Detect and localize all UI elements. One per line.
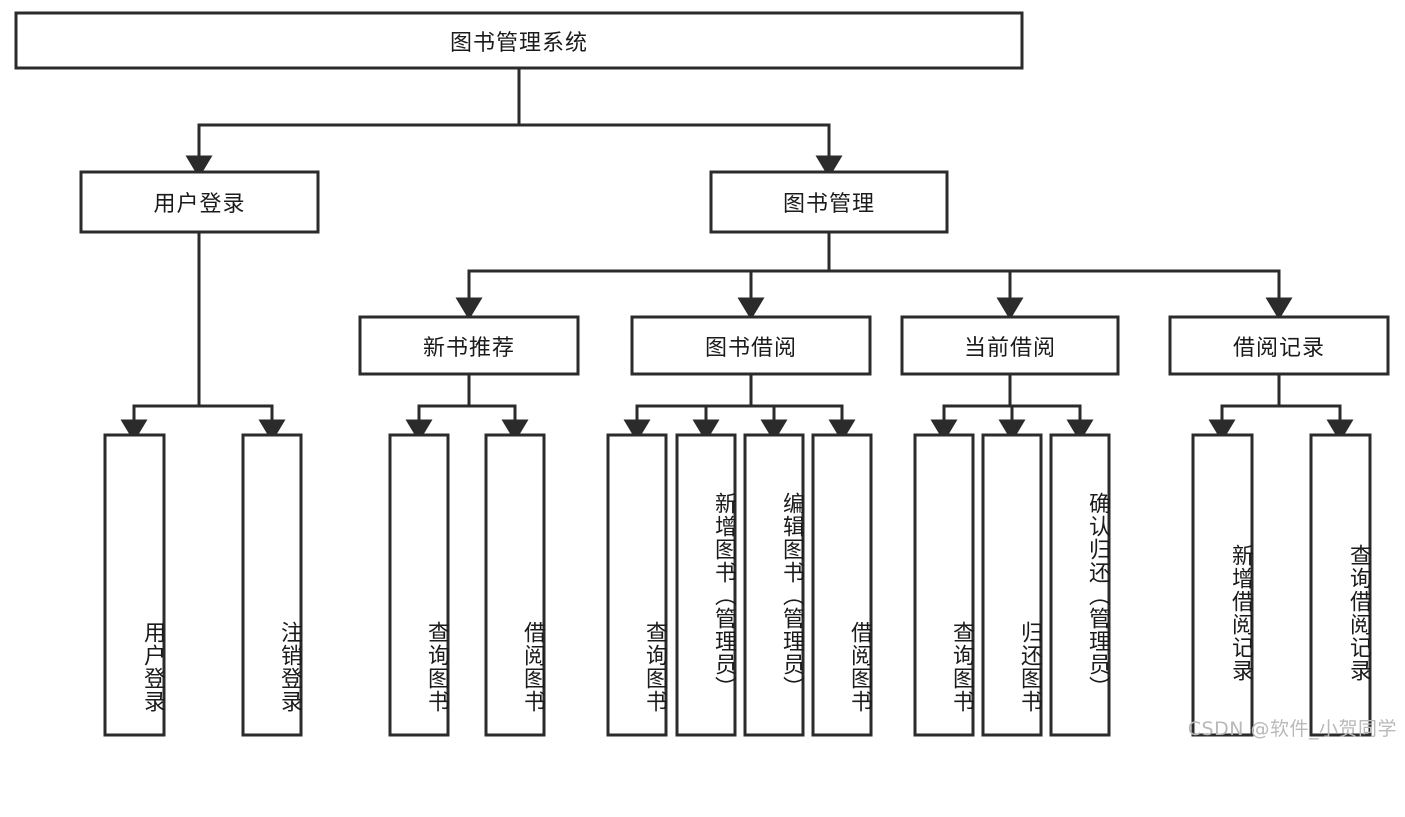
node-box-leaf-confirm-return[interactable] — [1049, 433, 1111, 737]
node-box-leaf-add-book[interactable] — [675, 433, 737, 737]
connector-group-current-borrow — [930, 372, 1094, 442]
node-box-leaf-borrow-book-1[interactable] — [484, 433, 546, 737]
node-box-leaf-query-book-2[interactable] — [606, 433, 668, 737]
node-box-current-borrow[interactable] — [900, 315, 1120, 376]
node-box-user-login[interactable] — [79, 170, 320, 234]
node-box-leaf-borrow-book-2[interactable] — [811, 433, 873, 737]
node-box-borrow-record[interactable] — [1168, 315, 1390, 376]
node-box-leaf-query-book-3[interactable] — [913, 433, 975, 737]
node-box-leaf-edit-book[interactable] — [743, 433, 805, 737]
node-box-book-manage[interactable] — [709, 170, 949, 234]
node-box-book-borrow[interactable] — [630, 315, 872, 376]
node-box-root[interactable] — [14, 11, 1024, 70]
node-box-leaf-add-record[interactable] — [1191, 433, 1254, 737]
node-box-leaf-logout[interactable] — [241, 433, 303, 737]
watermark-text: CSDN @软件_小贺同学 — [1187, 718, 1397, 740]
diagram-canvas — [14, 11, 1390, 737]
connector-group-new-book-recommend — [405, 372, 529, 442]
connector-group-book-borrow — [623, 372, 856, 442]
connector-group-book-manage — [455, 230, 1293, 320]
node-box-new-book-recommend[interactable] — [358, 315, 580, 376]
node-box-leaf-user-login[interactable] — [103, 433, 166, 737]
flowchart-diagram: 图书管理系统 用户登录 图书管理 新书推荐 图书借阅 当前借阅 借阅记录 用户登… — [14, 11, 1397, 740]
node-box-leaf-query-book-1[interactable] — [388, 433, 450, 737]
connector-group-root — [185, 66, 843, 178]
node-box-leaf-query-record[interactable] — [1309, 433, 1372, 737]
node-box-leaf-return-book[interactable] — [981, 433, 1043, 737]
connector-group-borrow-record — [1208, 372, 1354, 442]
connector-group-user-login — [120, 230, 286, 442]
